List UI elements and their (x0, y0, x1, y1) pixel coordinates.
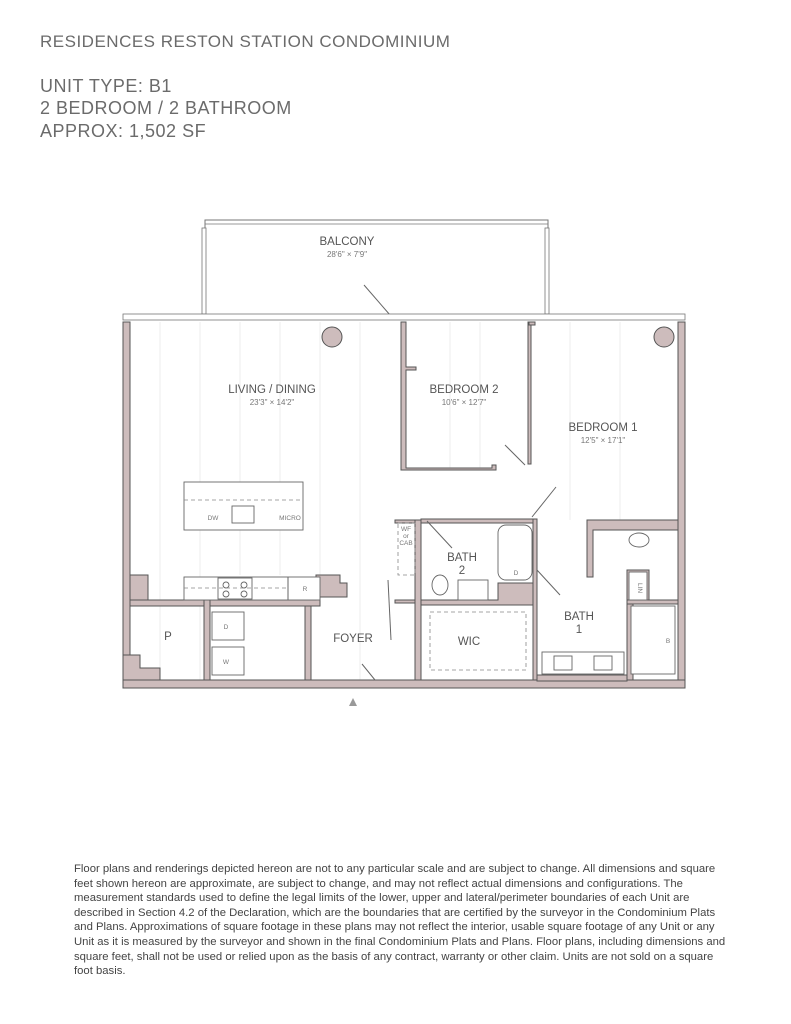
balcony-dims: 28'6" × 7'9" (327, 250, 367, 259)
walk-in-closet-label: WIC (458, 636, 480, 648)
bath-2-label: BATH (447, 552, 477, 564)
bathtub (497, 524, 533, 581)
disclaimer: Floor plans and renderings depicted here… (74, 863, 726, 978)
bedroom-2-label: BEDROOM 2 (429, 384, 498, 396)
bed-bath-count: 2 BEDROOM / 2 BATHROOM (40, 98, 292, 118)
column (653, 326, 675, 348)
bath-1-label: BATH (564, 611, 594, 623)
dryer-label: D (224, 624, 229, 631)
living-dining-dims: 23'3" × 14'2" (250, 398, 295, 407)
toilet (431, 574, 449, 596)
walls (122, 321, 686, 689)
doors (361, 444, 561, 681)
bedroom-1-dims: 12'5" × 17'1" (581, 436, 626, 445)
living-dining-label: LIVING / DINING (228, 384, 316, 396)
building-title: RESIDENCES RESTON STATION CONDOMINIUM (40, 32, 451, 51)
balcony (201, 219, 550, 319)
bedroom-2-dims: 10'6" × 12'7" (442, 398, 487, 407)
column (321, 326, 343, 348)
pantry-label: P (164, 631, 172, 643)
wf-label: WF (401, 526, 411, 533)
microwave-label: MICRO (279, 515, 301, 522)
toilet (628, 532, 650, 548)
shower (630, 605, 676, 675)
bath-1-number: 1 (576, 624, 582, 636)
sink (457, 579, 489, 601)
bedroom-1-label: BEDROOM 1 (568, 422, 637, 434)
cab-label: CAB (399, 540, 412, 547)
shower-label: B (666, 638, 670, 645)
dishwasher-label: DW (208, 515, 220, 522)
linen-label: LIN (636, 583, 643, 593)
wf-or-label: or (403, 533, 410, 540)
tub-drain-label: D (514, 570, 519, 577)
kitchen-island: DW MICRO (183, 481, 304, 531)
washer-label: W (223, 659, 230, 666)
unit-type: UNIT TYPE: B1 (40, 76, 172, 96)
fridge-label: R (303, 586, 308, 593)
balcony-label: BALCONY (320, 236, 375, 248)
triangle-up-icon (349, 698, 357, 706)
approx-square-feet: APPROX: 1,502 SF (40, 121, 207, 141)
bath-2-number: 2 (459, 565, 465, 577)
kitchen-counter: R (183, 576, 321, 601)
window-wall (122, 313, 686, 321)
foyer-label: FOYER (333, 633, 373, 645)
